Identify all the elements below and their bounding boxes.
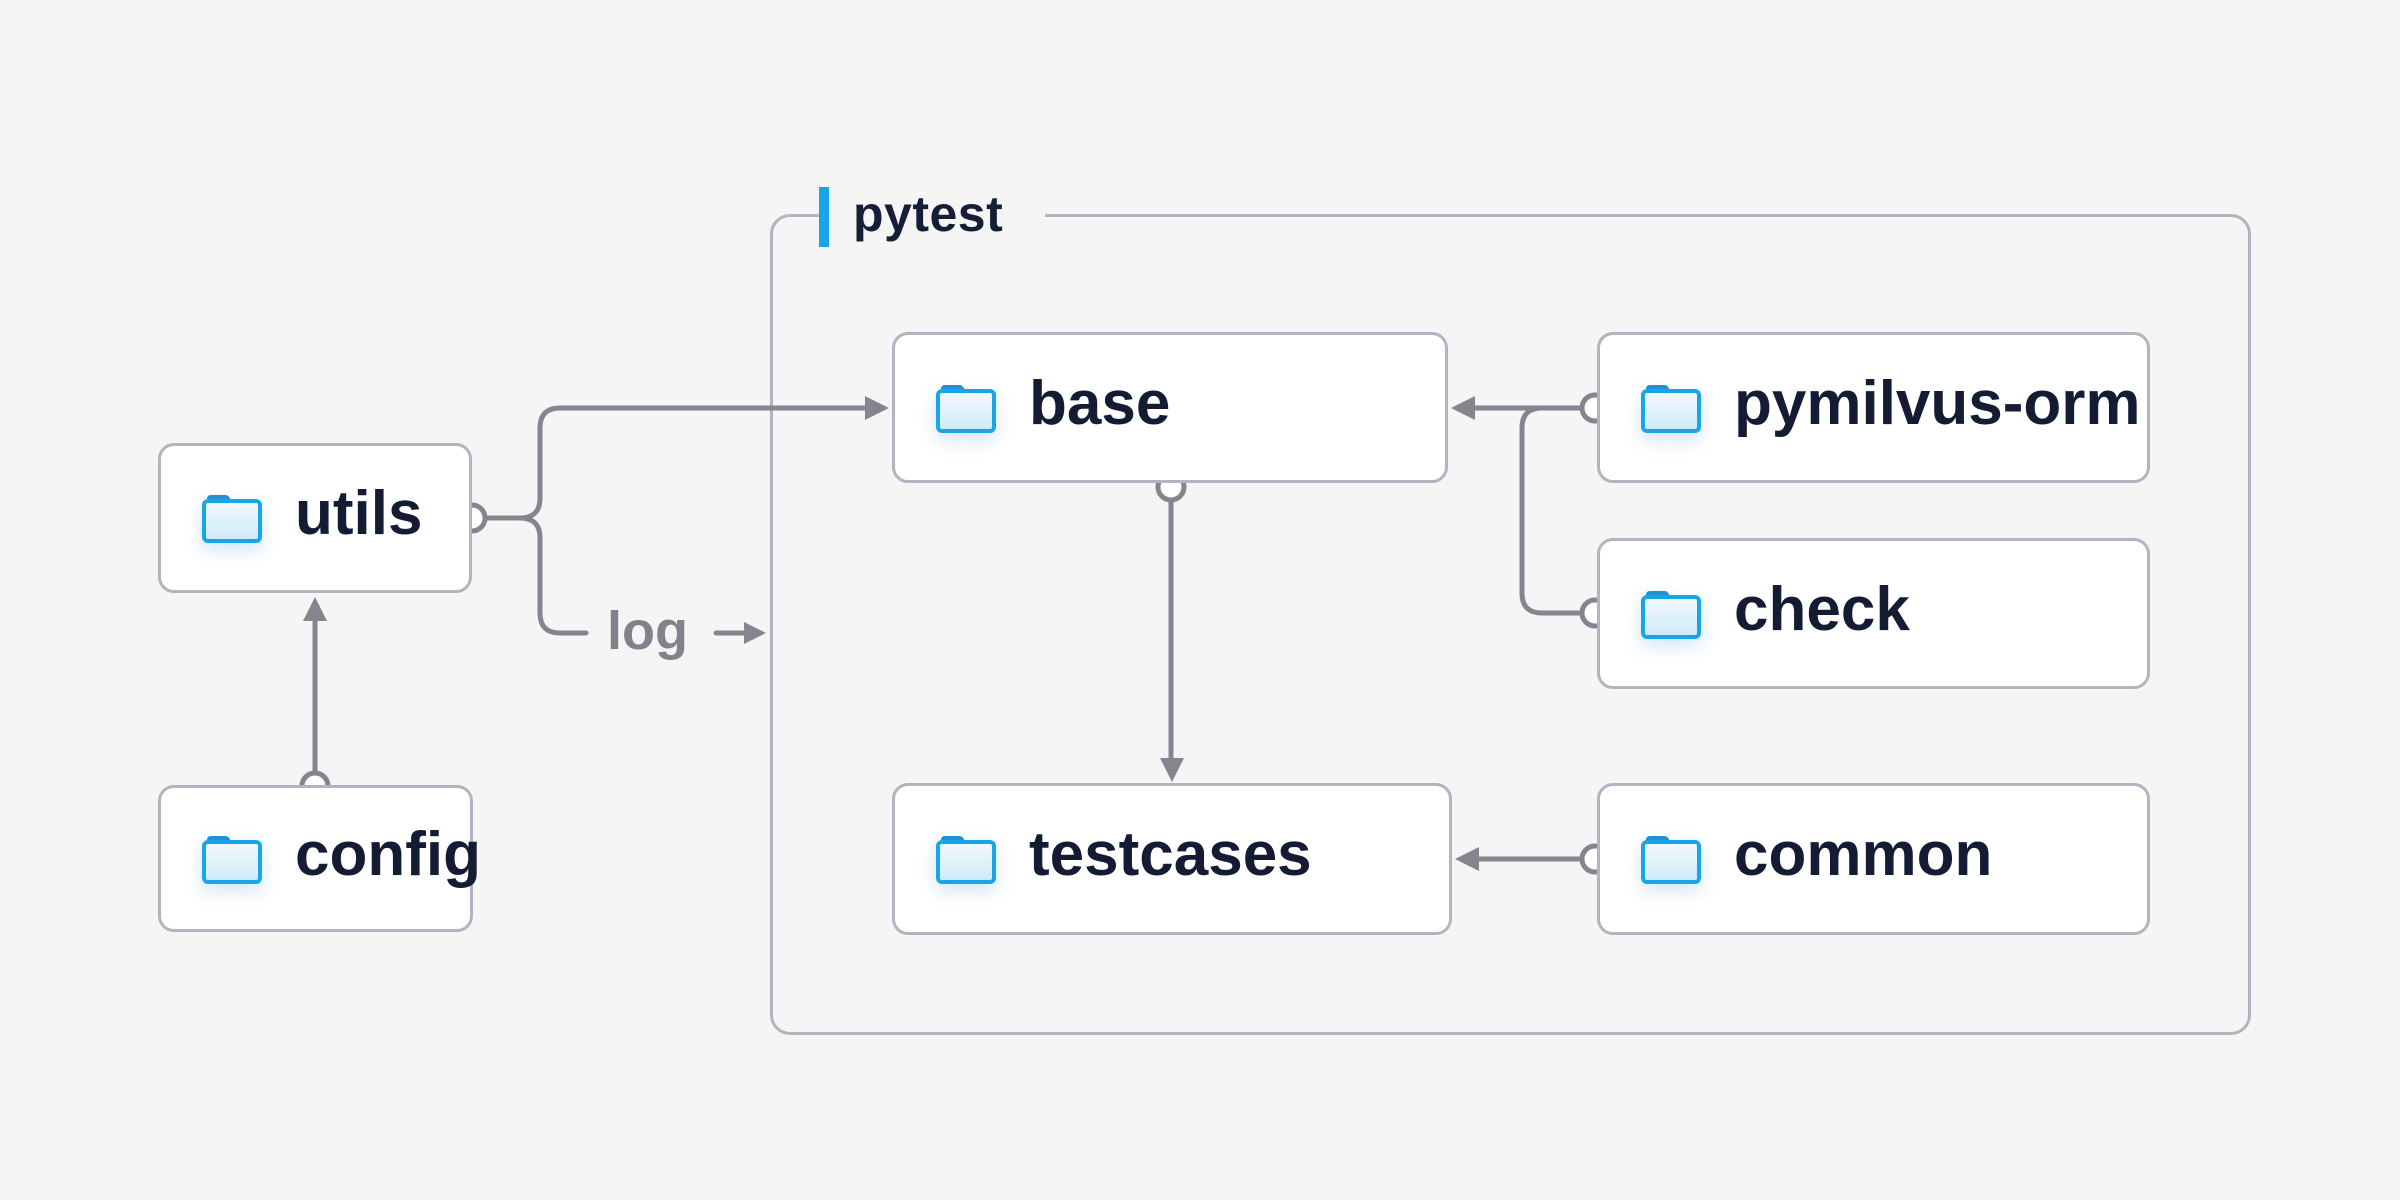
node-utils: utils	[158, 443, 472, 593]
folder-icon	[1641, 384, 1701, 433]
edge-path	[517, 515, 589, 636]
accent-bar	[819, 187, 829, 247]
node-label: common	[1734, 820, 1993, 889]
folder-icon	[202, 835, 262, 884]
node-check: check	[1597, 538, 2150, 689]
folder-icon	[936, 384, 996, 433]
arrowhead	[744, 622, 766, 644]
node-testcases: testcases	[892, 783, 1452, 935]
node-common: common	[1597, 783, 2150, 935]
pytest-group-label: pytest	[819, 186, 1046, 248]
pytest-group: pytest	[770, 186, 2251, 1035]
node-base: base	[892, 332, 1448, 483]
node-label: config	[295, 819, 481, 889]
arrowhead	[303, 597, 327, 621]
folder-icon	[202, 495, 262, 543]
node-label: utils	[295, 479, 423, 548]
pytest-group-title: pytest	[853, 186, 1004, 242]
node-label: pymilvus-orm	[1734, 368, 2141, 438]
node-label: base	[1029, 368, 1171, 438]
folder-icon	[1641, 836, 1701, 884]
edge-config-utils	[299, 597, 331, 802]
node-pymilvus-orm: pymilvus-orm	[1597, 332, 2150, 483]
edge-label-log: log	[607, 601, 688, 661]
node-label: check	[1734, 574, 1910, 644]
folder-icon	[1641, 590, 1701, 639]
node-label: testcases	[1029, 820, 1312, 889]
node-config: config	[158, 785, 481, 932]
folder-icon	[936, 836, 996, 884]
